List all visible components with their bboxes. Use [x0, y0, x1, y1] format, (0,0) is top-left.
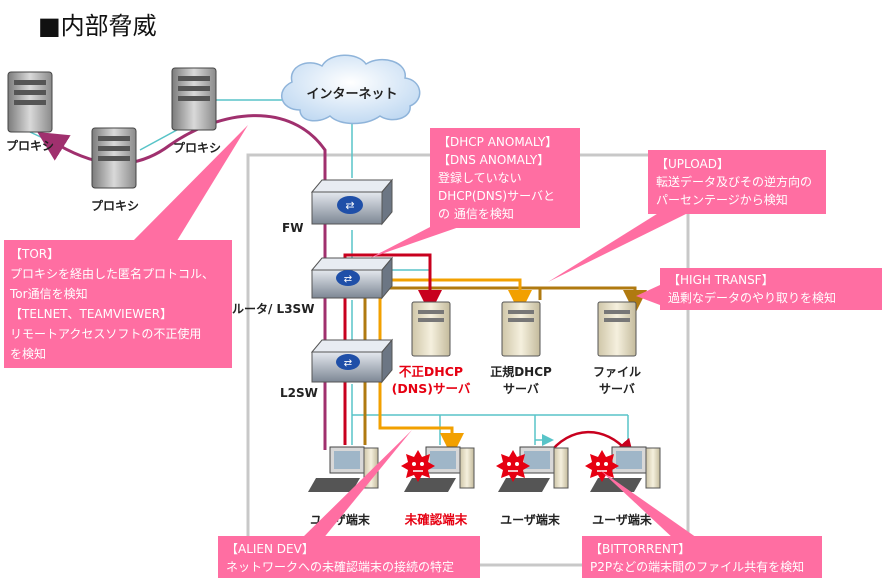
callout-tor-line-6: を検知: [10, 347, 46, 361]
callout-tor-line-2: プロキシを経由した匿名プロトコル、: [10, 266, 214, 281]
rogue-dhcp-server: 不正DHCP (DNS)サーバ: [392, 301, 471, 396]
proxy-server-2: プロキシ: [91, 127, 139, 213]
callout-alien-line-2: ネットワークへの未確認端末の接続の特定: [226, 559, 454, 574]
file-server: ファイル サーバ: [593, 301, 641, 396]
proxy-server-1: プロキシ: [6, 71, 54, 153]
callout-bittorrent-line-1: 【BITTORRENT】: [590, 542, 690, 556]
callout-tor-line-1: 【TOR】: [10, 247, 59, 261]
firewall: ⇄ FW: [282, 178, 394, 235]
file-server-label-2: サーバ: [599, 382, 635, 396]
router-l3sw: ⇄ ルータ/ L3SW: [232, 256, 394, 316]
virus-icon: [496, 450, 530, 482]
l2sw-arrows-icon: ⇄: [344, 358, 352, 369]
callout-dhcp-line-5: の 通信を検知: [438, 207, 514, 221]
callout-bittorrent: 【BITTORRENT】 P2Pなどの端末間のファイル共有を検知: [582, 536, 822, 578]
unconfirmed-terminal-label: 未確認端末: [404, 512, 468, 527]
rogue-dhcp-label-2: (DNS)サーバ: [392, 381, 471, 396]
user-terminal-3-label: ユーザ端末: [592, 512, 653, 527]
callout-dhcp-line-1: 【DHCP ANOMALY】: [438, 135, 557, 149]
callout-alien: 【ALIEN DEV】 ネットワークへの未確認端末の接続の特定: [218, 536, 480, 578]
unconfirmed-terminal: 未確認端末: [404, 446, 475, 527]
user-terminal-1: ユーザ端末: [308, 446, 379, 527]
callout-dhcp-line-2: 【DNS ANOMALY】: [438, 153, 549, 167]
callout-upload-line-3: パーセンテージから検知: [656, 193, 788, 207]
virus-icon: [401, 450, 435, 482]
router-arrows-icon: ⇄: [344, 274, 352, 285]
user-terminal-2-label: ユーザ端末: [500, 512, 561, 527]
page-title: ■内部脅威: [38, 12, 157, 40]
virus-icon: [585, 450, 619, 482]
callout-alien-line-1: 【ALIEN DEV】: [226, 542, 314, 556]
callout-upload-line-2: 転送データ及びその逆方向の: [656, 174, 812, 189]
router-label: ルータ/ L3SW: [232, 302, 314, 316]
rogue-dhcp-label-1: 不正DHCP: [399, 364, 463, 379]
callout-upload: 【UPLOAD】 転送データ及びその逆方向の パーセンテージから検知: [648, 150, 826, 214]
legit-dhcp-label-1: 正規DHCP: [490, 364, 552, 379]
callout-dhcp-line-4: DHCP(DNS)サーバと: [438, 189, 555, 203]
callout-tor-line-4: 【TELNET、TEAMVIEWER】: [10, 307, 172, 321]
callout-pointers: [130, 125, 700, 540]
bittorrent-arrow: [534, 430, 635, 469]
fw-arrows-icon: ⇄: [345, 199, 354, 212]
proxy-label-2: プロキシ: [91, 198, 139, 213]
callout-tor-line-5: リモートアクセスソフトの不正使用: [10, 326, 201, 341]
l2sw: ⇄ L2SW: [280, 338, 394, 400]
proxy-label-1: プロキシ: [6, 138, 54, 153]
callout-tor: 【TOR】 プロキシを経由した匿名プロトコル、 Tor通信を検知 【TELNET…: [4, 240, 232, 368]
legit-dhcp-label-2: サーバ: [503, 382, 539, 396]
callout-bittorrent-line-2: P2Pなどの端末間のファイル共有を検知: [590, 560, 804, 574]
proxy-server-3: プロキシ: [171, 67, 221, 155]
internet-label: インターネット: [306, 87, 397, 102]
proxy-label-3: プロキシ: [173, 140, 221, 155]
file-server-label-1: ファイル: [593, 365, 641, 379]
internet-cloud: インターネット: [281, 54, 421, 125]
callout-high-transf-line-2: 過剰なデータのやり取りを検知: [668, 290, 836, 305]
callout-dhcp: 【DHCP ANOMALY】 【DNS ANOMALY】 登録していない DHC…: [430, 128, 580, 228]
callout-upload-line-1: 【UPLOAD】: [656, 157, 729, 171]
l2sw-label: L2SW: [280, 386, 318, 400]
user-terminal-2: ユーザ端末: [498, 446, 569, 527]
callout-dhcp-line-3: 登録していない: [438, 170, 522, 185]
callout-high-transf: 【HIGH TRANSF】 過剰なデータのやり取りを検知: [660, 268, 882, 310]
legit-dhcp-server: 正規DHCP サーバ: [490, 301, 552, 396]
callout-high-transf-line-1: 【HIGH TRANSF】: [668, 273, 774, 287]
callout-tor-line-3: Tor通信を検知: [9, 287, 88, 301]
user-terminal-3: ユーザ端末: [590, 446, 661, 527]
fw-label: FW: [282, 221, 303, 235]
